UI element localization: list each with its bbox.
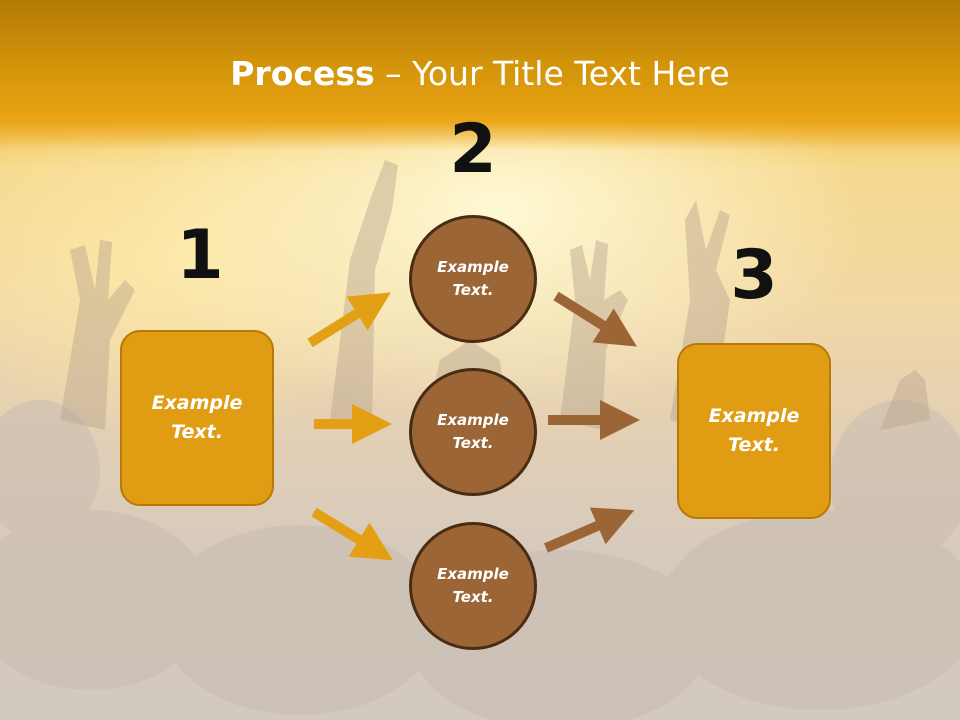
arrow-left-to-bottom (311, 507, 394, 561)
right-box: Example Text. (677, 343, 831, 519)
slide-title: Process – Your Title Text Here (0, 50, 960, 98)
left-box-label: Example Text. (151, 392, 243, 443)
arrow-left-to-top (307, 292, 391, 348)
circle-bottom-label: Example Text. (437, 565, 509, 606)
step-number-2: 2 (449, 110, 497, 189)
title-rest-part: – Your Title Text Here (374, 54, 730, 93)
circle-middle: Example Text. (409, 368, 537, 496)
left-box: Example Text. (120, 330, 274, 506)
title-bar (0, 0, 960, 150)
right-box-label: Example Text. (708, 405, 800, 456)
arrow-bottom-to-right (544, 507, 635, 553)
title-bold-part: Process (230, 54, 375, 93)
circle-bottom: Example Text. (409, 522, 537, 650)
arrow-top-to-right (553, 291, 637, 347)
circle-middle-label: Example Text. (437, 411, 509, 452)
circle-top: Example Text. (409, 215, 537, 343)
step-number-3: 3 (730, 236, 778, 315)
circle-top-label: Example Text. (437, 258, 509, 299)
step-number-1: 1 (176, 216, 224, 295)
